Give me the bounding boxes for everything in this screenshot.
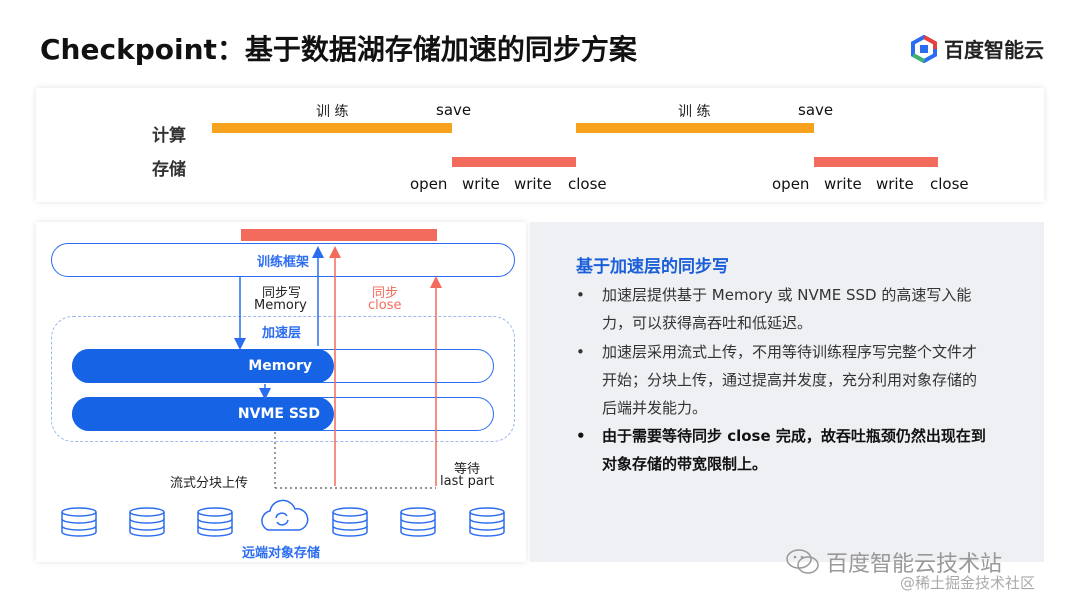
event-close: close [568, 175, 607, 193]
event-write: write [462, 175, 500, 193]
diagram-panel [36, 222, 526, 562]
event-write: write [824, 175, 862, 193]
wait-label: 等待 [454, 462, 481, 477]
bullet-line: 力，可以获得高吞吐和低延迟。 [602, 314, 813, 332]
database-icon [129, 507, 165, 537]
timeline-panel [36, 88, 1044, 202]
brand-name: 百度智能云 [944, 38, 1044, 62]
memory-pill-label: Memory [248, 358, 312, 374]
accel-layer-region [51, 316, 515, 442]
training-framework-box: 训练框架 [51, 243, 515, 277]
remote-storage-label: 远端对象存储 [242, 546, 321, 561]
compute-bar [576, 123, 814, 133]
nvme-ssd-pill: NVME SSD [72, 397, 334, 431]
event-close: close [930, 175, 969, 193]
sync-close-label: 同步 [372, 286, 399, 301]
watermark-text: 百度智能云技术站 [826, 552, 1003, 577]
database-icon [400, 507, 436, 537]
bullet-line: 由于需要等待同步 close 完成，故吞吐瓶颈仍然出现在到 [602, 427, 986, 445]
train-label: 训 练 [316, 104, 349, 120]
storage-bar [241, 229, 437, 241]
event-open: open [772, 175, 810, 193]
database-icon [61, 507, 97, 537]
bullet-mark: • [576, 427, 586, 445]
sync-close-label-2: close [368, 298, 402, 313]
watermark: 百度智能云技术站 [786, 546, 1002, 578]
accel-layer-label: 加速层 [262, 326, 302, 341]
baidu-cloud-logo-icon [911, 34, 937, 63]
database-icon [469, 507, 505, 537]
row-label-storage: 存储 [152, 160, 186, 180]
memory-pill: Memory [72, 349, 334, 383]
row-label-compute: 计算 [152, 126, 186, 146]
bullet-mark: • [576, 286, 585, 304]
bullet-line: 后端并发能力。 [602, 399, 708, 417]
wait-last-part-label: last part [440, 474, 495, 489]
stream-upload-label: 流式分块上传 [170, 476, 249, 491]
description-panel [530, 222, 1044, 562]
compute-bar [212, 123, 452, 133]
bullet-line: 加速层采用流式上传，不用等待训练程序写完整个文件才 [602, 343, 978, 361]
event-write: write [514, 175, 552, 193]
bullet-item: • 加速层提供基于 Memory 或 NVME SSD 的高速写入能 力，可以获… [576, 281, 1016, 337]
bullet-item: • 由于需要等待同步 close 完成，故吞吐瓶颈仍然出现在到 对象存储的带宽限… [576, 422, 1016, 478]
bullet-item: • 加速层采用流式上传，不用等待训练程序写完整个文件才 开始；分块上传，通过提高… [576, 338, 1016, 422]
save-label: save [798, 101, 834, 119]
page-title: Checkpoint：基于数据湖存储加速的同步方案 [40, 33, 637, 66]
database-icon [332, 507, 368, 537]
database-icon [197, 507, 233, 537]
watermark-sub: @稀土掘金技术社区 [900, 574, 1036, 592]
training-framework-label: 训练框架 [256, 254, 309, 270]
nvme-ssd-pill-label: NVME SSD [237, 406, 320, 422]
wechat-icon [786, 549, 819, 574]
bullet-line: 对象存储的带宽限制上。 [602, 455, 768, 473]
sync-write-memory-label: Memory [254, 298, 307, 313]
brand-logo: 百度智能云 [910, 34, 1044, 63]
storage-bar [814, 157, 938, 167]
panel-heading: 基于加速层的同步写 [576, 257, 729, 277]
storage-bar [452, 157, 576, 167]
bullet-line: 加速层提供基于 Memory 或 NVME SSD 的高速写入能 [602, 286, 972, 304]
train-label: 训 练 [678, 104, 711, 120]
sync-write-label: 同步写 [262, 286, 302, 301]
event-write: write [876, 175, 914, 193]
event-open: open [410, 175, 448, 193]
cloud-sync-icon [261, 499, 309, 531]
save-label: save [436, 101, 472, 119]
bullet-mark: • [576, 343, 585, 361]
bullet-line: 开始；分块上传，通过提高并发度，充分利用对象存储的 [602, 371, 978, 389]
